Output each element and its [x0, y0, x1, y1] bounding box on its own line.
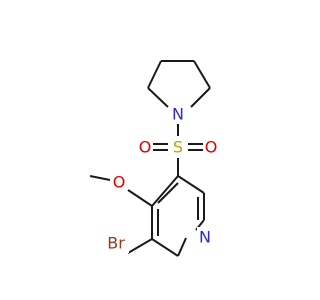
label-bg-s — [170, 137, 186, 157]
bond-py-n-left — [177, 237, 187, 257]
label-bg-o-left — [137, 137, 153, 157]
bond-py-3 — [151, 238, 179, 257]
sulfonyl-bonds — [152, 143, 204, 151]
bond-c4-o — [127, 189, 153, 207]
sulfonyl-oxygen-right-label: O — [205, 138, 218, 157]
bond-pip-3 — [190, 87, 211, 108]
bromine-label: Br — [107, 234, 125, 253]
structure-diagram: N S O O O Br N — [89, 60, 219, 257]
sulfonyl-oxygen-left-label: O — [139, 138, 152, 157]
molecule-canvas: N S O O O Br N — [89, 60, 219, 257]
label-bg-br — [103, 233, 129, 253]
methoxy-group — [89, 175, 153, 207]
sulfur-label: S — [173, 138, 183, 157]
bond-o-ch3 — [89, 175, 111, 181]
nitrogen-piperidine-label: N — [172, 105, 184, 124]
label-bg-o-right — [203, 137, 219, 157]
bond-c5-br — [127, 238, 153, 254]
label-bg-n-pyridine — [197, 227, 213, 247]
methoxy-oxygen-label: O — [113, 173, 126, 192]
nitrogen-pyridine-label: N — [199, 228, 211, 247]
bond-pip-2 — [193, 60, 211, 89]
label-bg-o-methoxy — [111, 172, 127, 192]
bond-py-5-inner — [157, 182, 179, 204]
piperidine-ring — [147, 60, 211, 108]
bond-pip-4 — [147, 87, 169, 108]
bond-pip-5 — [147, 60, 162, 89]
bond-py-1 — [177, 175, 205, 194]
pyridine-ring — [151, 175, 205, 257]
label-bg-n-top — [170, 104, 186, 124]
bond-py-5 — [151, 175, 179, 207]
